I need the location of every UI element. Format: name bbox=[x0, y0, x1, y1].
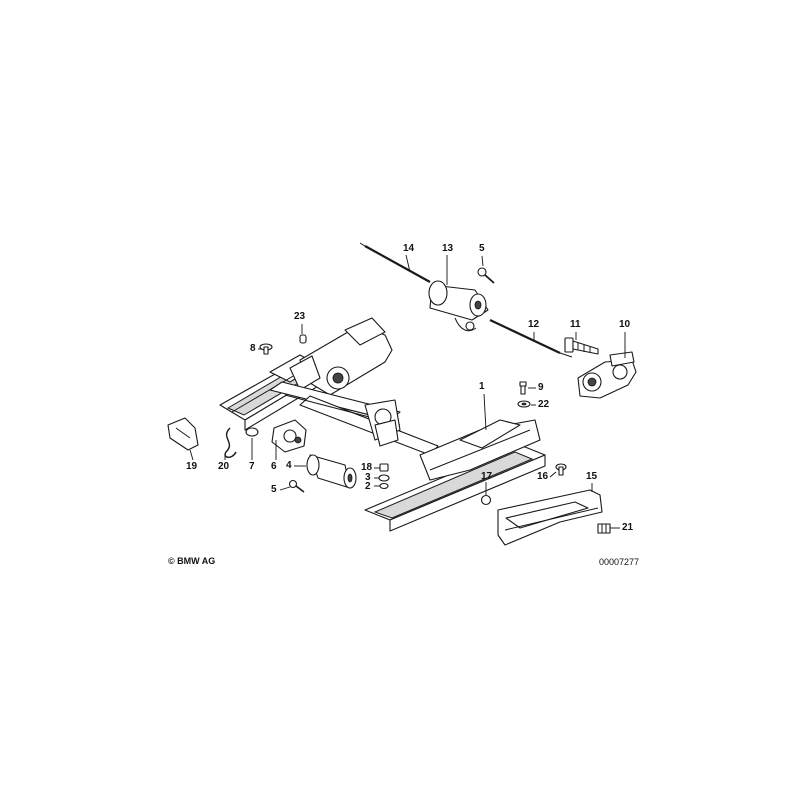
part-5-screw-top bbox=[477, 267, 495, 284]
part-2-washer bbox=[379, 482, 389, 490]
callout-5-bottom: 5 bbox=[271, 484, 277, 495]
callout-14: 14 bbox=[403, 243, 415, 254]
callout-2: 2 bbox=[365, 481, 371, 492]
frame-cross-members bbox=[269, 381, 439, 456]
callout-18: 18 bbox=[361, 462, 373, 473]
part-3-washer bbox=[378, 474, 390, 482]
callout-11: 11 bbox=[570, 319, 581, 330]
drawing-number: 00007277 bbox=[599, 557, 640, 567]
part-8-screw bbox=[259, 343, 273, 355]
part-12-flex-shaft bbox=[489, 319, 573, 358]
callout-10: 10 bbox=[619, 319, 631, 330]
callout-13: 13 bbox=[442, 243, 454, 254]
part-15-cover bbox=[497, 489, 603, 546]
part-18-bushing bbox=[379, 463, 389, 472]
part-10-motor-housing bbox=[577, 351, 637, 399]
callout-7: 7 bbox=[249, 461, 255, 472]
callout-12: 12 bbox=[528, 319, 540, 330]
part-5-screw-bottom bbox=[288, 479, 305, 493]
callout-22: 22 bbox=[538, 399, 550, 410]
part-13-electric-motor bbox=[428, 280, 489, 332]
leader-lines bbox=[189, 254, 626, 529]
callout-1: 1 bbox=[479, 381, 485, 392]
callout-19: 19 bbox=[186, 461, 198, 472]
part-6-gearbox bbox=[271, 419, 307, 453]
callout-6: 6 bbox=[271, 461, 277, 472]
callout-3: 3 bbox=[365, 472, 371, 483]
callout-4: 4 bbox=[286, 460, 292, 471]
part-23-plug bbox=[299, 334, 307, 344]
callout-23: 23 bbox=[294, 311, 306, 322]
callout-5-top: 5 bbox=[479, 243, 485, 254]
callout-21: 21 bbox=[622, 522, 634, 533]
callout-20: 20 bbox=[218, 461, 230, 472]
part-21-clip bbox=[597, 523, 611, 534]
part-7-cap bbox=[245, 427, 259, 437]
part-16-screw bbox=[555, 463, 567, 476]
part-9-bolt bbox=[519, 381, 527, 395]
callout-8: 8 bbox=[250, 343, 256, 354]
part-17-grommet bbox=[480, 494, 492, 506]
callout-15: 15 bbox=[586, 471, 598, 482]
callout-17: 17 bbox=[481, 471, 493, 482]
part-22-washer bbox=[517, 400, 531, 408]
part-20-spring bbox=[224, 427, 237, 458]
right-seat-rail bbox=[364, 419, 546, 532]
callout-9: 9 bbox=[538, 382, 544, 393]
part-19-bracket bbox=[167, 417, 199, 451]
left-rear-bracket bbox=[289, 317, 393, 396]
callout-16: 16 bbox=[537, 471, 549, 482]
part-14-flex-shaft bbox=[359, 242, 431, 283]
copyright-notice: © BMW AG bbox=[168, 556, 216, 566]
part-4-electric-motor bbox=[306, 454, 357, 489]
part-11-bolt bbox=[564, 337, 599, 355]
